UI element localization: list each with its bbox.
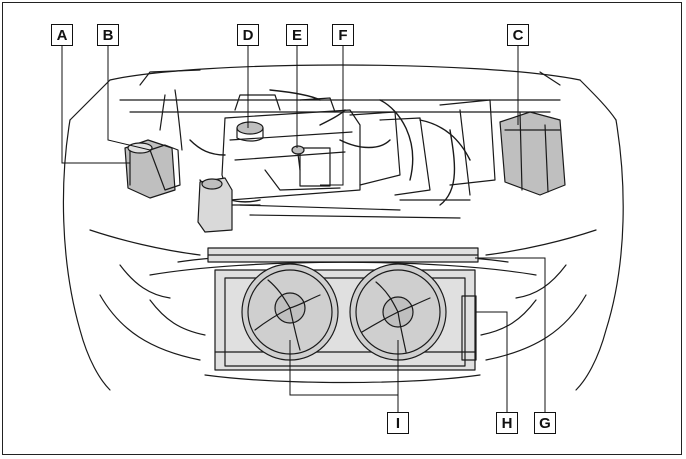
oil-dipstick [291,145,305,171]
callout-a: A [51,24,73,46]
leader-b [107,45,151,151]
callout-i: I [387,412,409,434]
leader-i [289,340,399,396]
callout-c: C [507,24,529,46]
callout-h: H [496,412,518,434]
engine-bay-top [119,69,561,151]
coolant-reservoir [197,177,261,233]
radiator-support [207,247,479,263]
callout-g: G [534,412,556,434]
callout-e: E [286,24,308,46]
leader-h [476,311,508,412]
callout-d: D [237,24,259,46]
diagram-frame [2,2,682,455]
leader-lines [61,45,546,412]
engine-block [221,94,496,219]
cooling-fans [241,263,447,361]
car-body-outline [62,64,624,391]
leader-g [475,257,546,412]
callout-f: F [332,24,354,46]
washer-fluid-tank [149,144,181,191]
oil-filler-cap [236,121,264,142]
fuse-box [499,111,566,196]
leader-f [320,45,344,186]
callout-b: B [97,24,119,46]
leader-a [61,45,130,164]
